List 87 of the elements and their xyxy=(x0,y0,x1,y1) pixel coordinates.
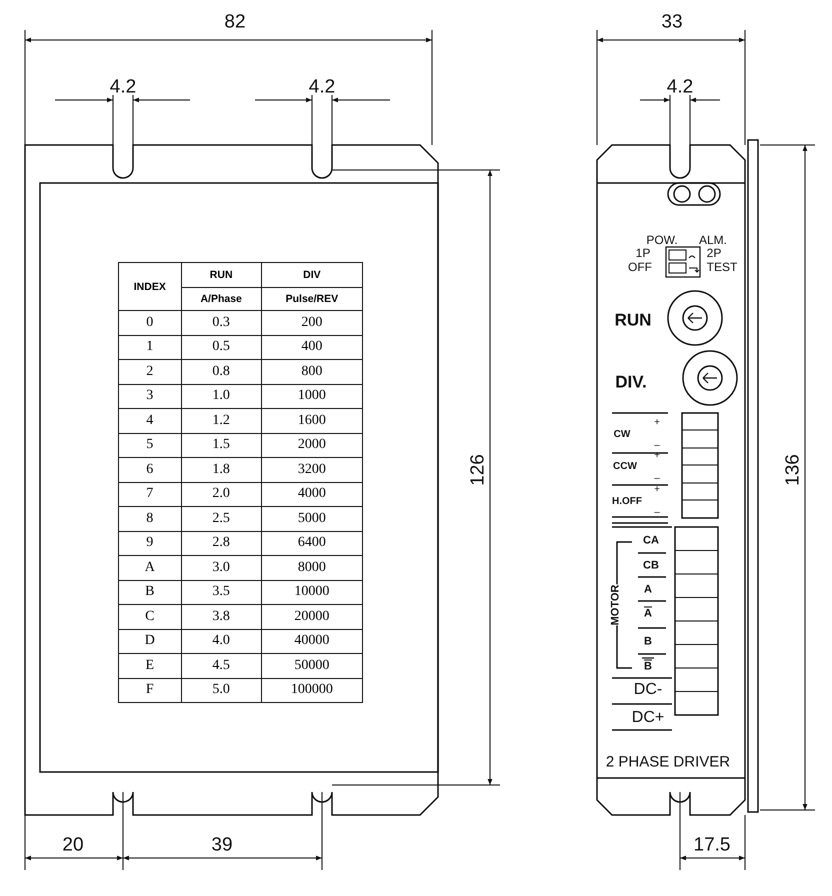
table-cell: 0.5 xyxy=(181,335,262,360)
panel-label: DC+ xyxy=(632,710,664,726)
table-cell: 2.0 xyxy=(181,482,262,506)
table-cell: 2 xyxy=(118,360,182,384)
table-cell: 0.8 xyxy=(181,360,262,384)
panel-label: CW xyxy=(614,430,630,440)
panel-label: – xyxy=(654,441,660,451)
panel-label: H.OFF xyxy=(612,497,642,507)
table-cell: 2.5 xyxy=(181,506,262,531)
table-cell: 1 xyxy=(118,335,182,360)
table-cell: 1000 xyxy=(261,384,362,408)
table-cell: E xyxy=(118,654,182,678)
dimension-label: 4.2 xyxy=(308,78,336,96)
table-cell: 10000 xyxy=(261,580,362,604)
panel-label: 1P xyxy=(636,247,650,259)
panel-label: CB xyxy=(643,560,659,572)
table-cell: 8 xyxy=(118,506,182,531)
table-cell: 4.0 xyxy=(181,629,262,654)
table-cell: 3200 xyxy=(261,458,362,482)
table-cell: 800 xyxy=(261,360,362,384)
table-cell: 40000 xyxy=(261,629,362,654)
panel-label: A xyxy=(644,608,652,620)
table-cell: 1600 xyxy=(261,408,362,433)
table-header: RUN xyxy=(181,262,262,288)
table-cell: 5 xyxy=(118,433,182,458)
dimension-label: 33 xyxy=(661,12,683,32)
table-cell: 100000 xyxy=(261,678,362,702)
panel-label: MOTOR xyxy=(610,584,622,626)
table-cell: 2.8 xyxy=(181,531,262,556)
panel-label: – xyxy=(654,474,660,484)
table-cell: D xyxy=(118,629,182,654)
table-cell: A xyxy=(118,556,182,580)
table-cell: F xyxy=(118,678,182,702)
dimension-label: 82 xyxy=(224,12,246,32)
panel-label: RUN xyxy=(614,312,652,328)
panel-label: DC- xyxy=(634,682,662,698)
table-cell: C xyxy=(118,604,182,629)
table-cell: 6400 xyxy=(261,531,362,556)
table-cell: 400 xyxy=(261,335,362,360)
panel-label: + xyxy=(654,418,660,428)
table-cell: 4.5 xyxy=(181,654,262,678)
table-cell: 5000 xyxy=(261,506,362,531)
table-header: DIV xyxy=(261,262,362,288)
table-cell: 1.8 xyxy=(181,458,262,482)
table-cell: 0 xyxy=(118,310,182,335)
table-cell: 3 xyxy=(118,384,182,408)
panel-label: POW. xyxy=(646,234,678,246)
table-header: Pulse/REV xyxy=(261,288,362,310)
dimension-label: 17.5 xyxy=(694,836,730,854)
panel-label: + xyxy=(654,485,660,495)
panel-label: A xyxy=(644,584,652,596)
table-cell: 20000 xyxy=(261,604,362,629)
table-header: A/Phase xyxy=(181,288,262,310)
panel-label: TEST xyxy=(706,261,738,273)
table-header: INDEX xyxy=(118,262,182,310)
table-cell: 6 xyxy=(118,458,182,482)
table-cell: 9 xyxy=(118,531,182,556)
panel-label: ALM. xyxy=(699,234,727,246)
dimension-label: 4.2 xyxy=(110,78,136,96)
table-cell: 1.2 xyxy=(181,408,262,433)
panel-label: 2P xyxy=(706,247,722,259)
table-cell: 0.3 xyxy=(181,310,262,335)
table-cell: 5.0 xyxy=(181,678,262,702)
table-cell: 4 xyxy=(118,408,182,433)
product-description: 2 PHASE DRIVER xyxy=(606,754,730,770)
panel-label: B xyxy=(644,662,652,672)
table-cell: 3.8 xyxy=(181,604,262,629)
dimension-label: 4.2 xyxy=(666,78,694,96)
table-cell: 1.5 xyxy=(181,433,262,458)
table-cell: 3.5 xyxy=(181,580,262,604)
panel-label: CA xyxy=(643,536,659,546)
panel-label: CCW xyxy=(613,462,637,472)
table-cell: 3.0 xyxy=(181,556,262,580)
table-cell: 1.0 xyxy=(181,384,262,408)
panel-label: DIV. xyxy=(615,374,647,390)
table-cell: B xyxy=(118,580,182,604)
panel-label: B xyxy=(644,636,652,648)
table-cell: 7 xyxy=(118,482,182,506)
dimension-label: 39 xyxy=(211,836,233,854)
panel-label: OFF xyxy=(628,261,652,273)
table-cell: 2000 xyxy=(261,433,362,458)
panel-label: – xyxy=(654,508,660,518)
table-cell: 200 xyxy=(261,310,362,335)
dimension-label: 20 xyxy=(62,836,84,854)
table-cell: 8000 xyxy=(261,556,362,580)
table-cell: 4000 xyxy=(261,482,362,506)
table-cell: 50000 xyxy=(261,654,362,678)
